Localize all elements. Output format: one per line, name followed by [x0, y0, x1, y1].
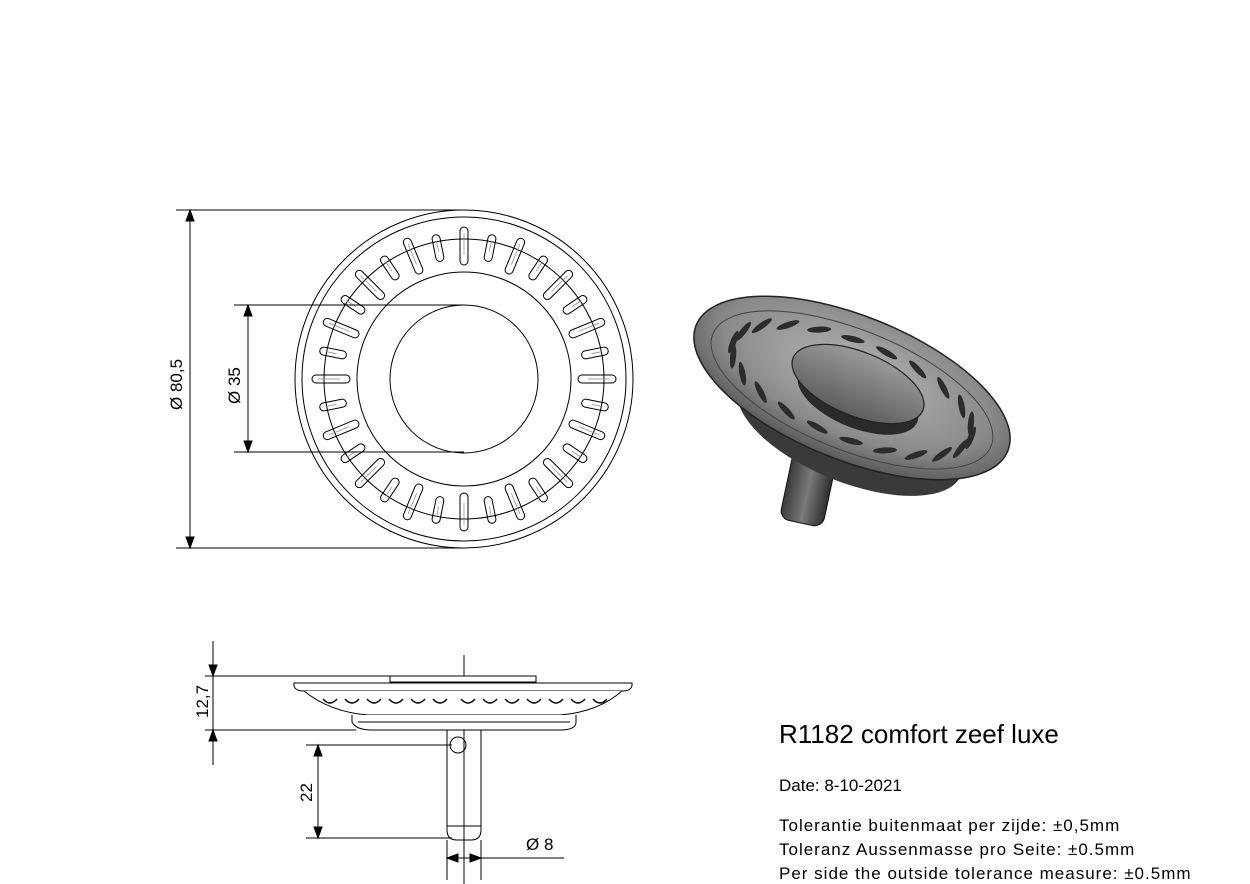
slot: [483, 234, 497, 262]
slot: [402, 237, 424, 275]
slot-side: [526, 698, 542, 704]
slot-3d: [839, 436, 863, 445]
slot: [340, 295, 366, 315]
slot-3d: [806, 420, 828, 434]
stem-diameter-dimension: [445, 840, 564, 880]
cap-3d: [791, 343, 925, 425]
height-dimension: [205, 641, 392, 765]
slot-side: [460, 698, 476, 704]
slot-3d: [965, 426, 976, 450]
slot-3d: [776, 320, 800, 330]
slot: [354, 457, 386, 489]
dish-inner-3d: [710, 310, 994, 470]
slot: [340, 443, 366, 463]
slot: [319, 398, 347, 412]
slot: [459, 226, 469, 266]
slot-3d: [807, 326, 832, 333]
slot-side: [388, 698, 404, 704]
drawing-date: Date: 8-10-2021: [779, 776, 902, 795]
slot-3d: [735, 321, 752, 342]
top-view: [294, 209, 634, 549]
slot: [354, 269, 386, 301]
slot: [504, 237, 526, 275]
height-label: 12,7: [193, 685, 212, 718]
slot-3d: [777, 401, 795, 420]
slot-side: [548, 698, 564, 704]
slot-pattern: [311, 226, 617, 532]
slot-3d: [738, 361, 747, 386]
tolerance-dutch: Tolerantie buitenmaat per zijde: ±0,5mm: [779, 816, 1121, 835]
slot: [402, 483, 424, 521]
slot: [380, 255, 400, 281]
cap-side: [389, 675, 537, 683]
slot-3d: [728, 330, 739, 354]
slot-3d: [952, 438, 969, 459]
slot-3d: [909, 360, 927, 379]
slot: [568, 419, 606, 441]
tolerance-english: Per side the outside tolerance measure: …: [779, 864, 1192, 883]
slot: [431, 496, 445, 524]
slot: [528, 477, 548, 503]
slot-side: [504, 698, 520, 704]
slot: [504, 483, 526, 521]
slot-side: [366, 698, 382, 704]
slot-pattern-side: [322, 698, 608, 704]
drawing-title: R1182 comfort zeef luxe: [779, 719, 1059, 749]
slot: [562, 443, 588, 463]
inner-diameter-label: Ø 35: [225, 367, 244, 404]
slot-3d: [876, 346, 898, 360]
rim-inner-edge: [301, 216, 627, 542]
slot-side: [432, 698, 448, 704]
slot-side: [482, 698, 498, 704]
inner-diameter-dimension: [234, 303, 464, 454]
perforated-ring-inner: [356, 271, 572, 487]
slot: [562, 295, 588, 315]
slot: [581, 398, 609, 412]
slot-3d: [937, 377, 950, 399]
slot-3d: [957, 394, 966, 419]
stem-length-label: 22: [297, 783, 316, 802]
slot: [319, 346, 347, 360]
outer-diameter-label: Ø 80,5: [167, 359, 186, 410]
slot-3d: [872, 447, 897, 454]
slot: [380, 477, 400, 503]
slot: [483, 496, 497, 524]
slot-side: [570, 698, 586, 704]
slot: [577, 374, 617, 384]
side-view: [293, 655, 633, 884]
slot-3d: [751, 318, 772, 333]
slot-side: [322, 698, 338, 704]
stem-side: [446, 730, 482, 841]
slot-3d: [932, 447, 953, 462]
slot: [542, 457, 574, 489]
slot: [431, 234, 445, 262]
slot-3d: [754, 381, 767, 403]
isometric-view: [693, 295, 1011, 527]
stem-length-dimension: [306, 743, 452, 840]
slot: [542, 269, 574, 301]
slot-3d: [904, 450, 928, 460]
slot: [322, 317, 360, 339]
slot-side: [592, 698, 608, 704]
slot-side: [410, 698, 426, 704]
slot: [528, 255, 548, 281]
slot-side: [344, 698, 360, 704]
slot-3d: [967, 411, 975, 436]
slot: [581, 346, 609, 360]
outer-diameter-dimension: [176, 208, 464, 550]
tolerance-german: Toleranz Aussenmasse pro Seite: ±0.5mm: [779, 840, 1136, 859]
slot-3d: [841, 335, 865, 344]
slot: [459, 492, 469, 532]
slot: [568, 317, 606, 339]
rim-side: [293, 682, 633, 692]
slot: [311, 374, 351, 384]
stem-diameter-label: Ø 8: [526, 835, 553, 854]
outer-rim: [294, 209, 634, 549]
slot-pattern-3d: [728, 318, 976, 462]
slot: [322, 419, 360, 441]
center-hole: [389, 304, 539, 454]
